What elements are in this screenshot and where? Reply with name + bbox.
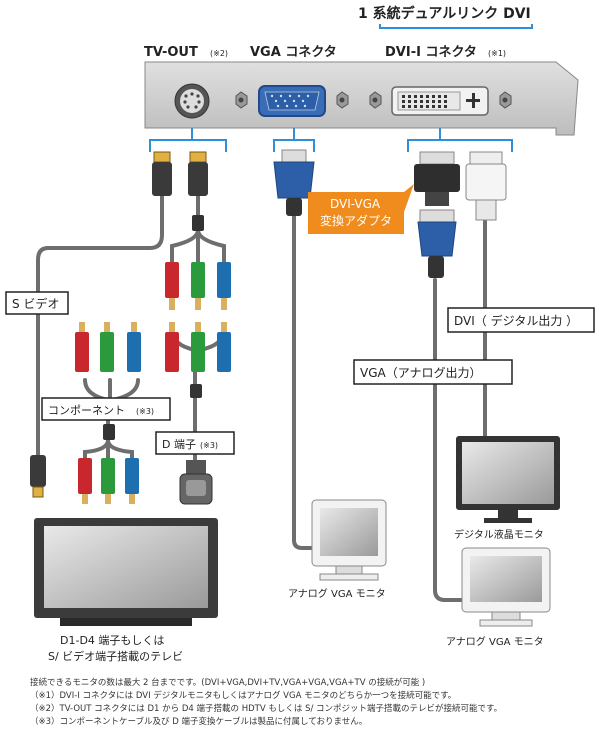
dvi-port-label: DVI-I コネクタ xyxy=(385,45,477,60)
note-3: （※3）コンポーネントケーブル及び D 端子変換ケーブルは製品に付属しておりませ… xyxy=(30,717,368,727)
svideo-label-box xyxy=(5,291,69,315)
svideo-label: S ビデオ xyxy=(12,296,59,311)
vga-analog-label-box xyxy=(353,359,513,385)
dual-link-title: 1 系統デュアルリンク DVI xyxy=(358,5,531,22)
adapter-label-box xyxy=(308,184,414,234)
note-general: 接続できるモニタの数は最大 2 台までです。(DVI+VGA,DVI+TV,VG… xyxy=(30,678,426,688)
adapter-label-line1: DVI-VGA xyxy=(330,197,381,211)
note-2: （※2）TV-OUT コネクタには D1 から D4 端子搭載の HDTV もし… xyxy=(30,704,503,714)
lcd-monitor-icon xyxy=(456,436,560,523)
d-terminal-label: D 端子 xyxy=(162,438,196,451)
analog-monitor-center-label: アナログ VGA モニタ xyxy=(288,587,386,600)
d-terminal-plug-icon xyxy=(179,460,213,505)
dvi-digital-label: DVI（ デジタル出力 ） xyxy=(454,313,578,328)
port-callouts xyxy=(149,128,513,152)
tvout-note: (※2) xyxy=(210,49,228,58)
monitor-icon xyxy=(311,499,387,581)
vga-plug-icon xyxy=(273,149,315,216)
dvi-port-icon xyxy=(369,86,512,116)
note-1: （※1）DVI-I コネクタには DVI デジタルモニタもしくはアナログ VGA… xyxy=(30,691,457,701)
component-label: コンポーネント xyxy=(48,404,125,417)
component-note: (※3) xyxy=(136,407,154,416)
monitor-icon-right xyxy=(461,547,551,627)
dvi-vga-adapter-icon xyxy=(414,151,460,278)
rca-plug-icon xyxy=(75,262,231,504)
dvi-port-note: (※1) xyxy=(488,49,506,58)
vga-port-icon xyxy=(235,85,349,117)
dual-link-bracket xyxy=(379,24,533,29)
tv-label-line1: D1-D4 端子もしくは xyxy=(60,634,164,647)
tv-label-line2: S/ ビデオ端子搭載のテレビ xyxy=(48,649,183,663)
adapter-label-line2: 変換アダプタ xyxy=(320,213,392,228)
svideo-lower-plug-icon xyxy=(30,455,46,498)
component-label-box xyxy=(41,397,171,421)
card-bracket xyxy=(144,61,579,136)
dvi-plug-icon xyxy=(465,151,507,221)
dvi-digital-label-box xyxy=(447,307,595,333)
analog-monitor-right-label: アナログ VGA モニタ xyxy=(446,635,544,648)
vga-analog-label: VGA（アナログ出力） xyxy=(360,366,481,380)
vga-port-label: VGA コネクタ xyxy=(250,45,337,60)
d-terminal-label-box xyxy=(155,431,235,455)
svideo-plug-icon xyxy=(152,151,208,231)
tv-icon xyxy=(34,518,218,626)
tvout-label: TV-OUT xyxy=(144,45,198,60)
d-terminal-note: (※3) xyxy=(200,441,218,450)
svideo-port-icon xyxy=(174,83,210,119)
digital-lcd-label: デジタル液晶モニタ xyxy=(454,528,544,541)
